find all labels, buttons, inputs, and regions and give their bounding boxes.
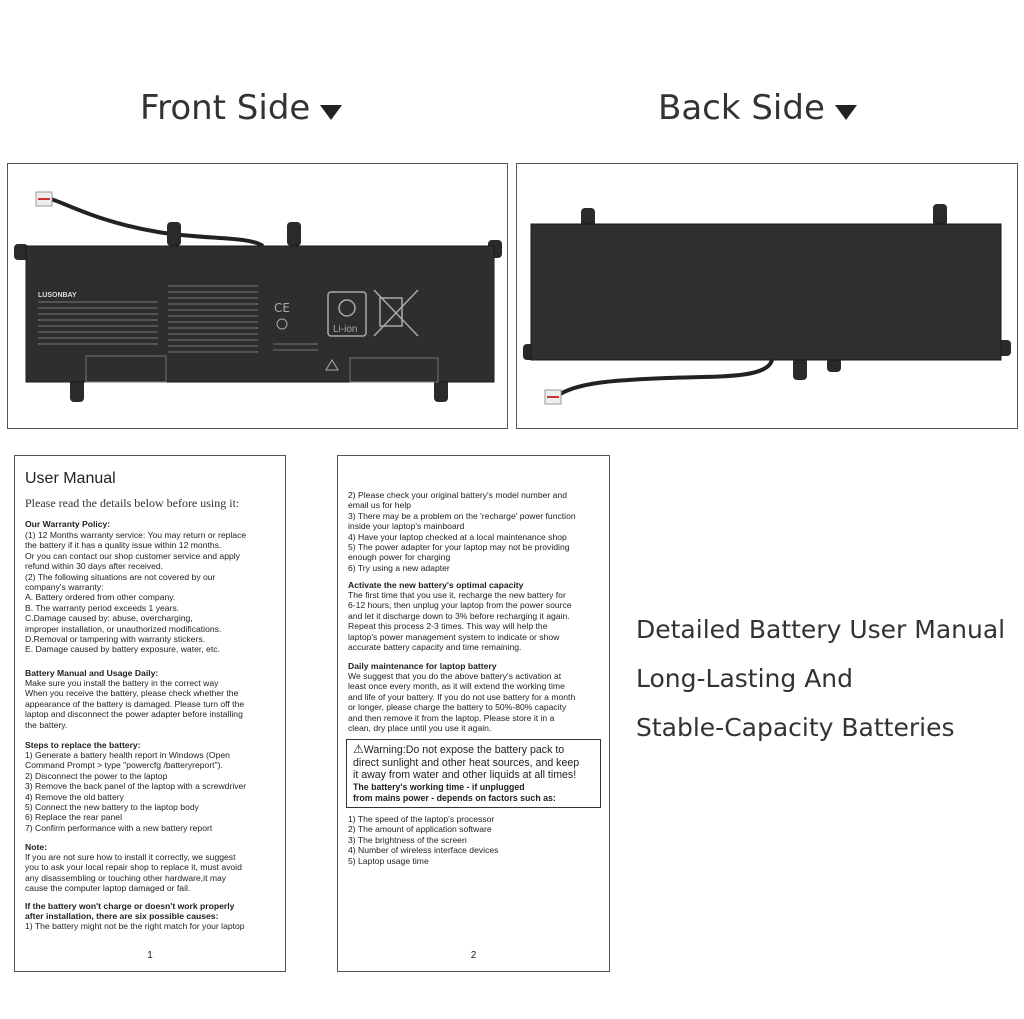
- feature-line-3: Stable-Capacity Batteries: [636, 713, 955, 742]
- front-side-label: Front Side: [140, 88, 311, 128]
- svg-text:CE: CE: [274, 301, 290, 315]
- warning-text: Warning:Do not expose the battery pack t…: [353, 744, 580, 782]
- usage-title: Battery Manual and Usage Daily:: [25, 668, 159, 678]
- manual-title: User Manual: [25, 470, 116, 487]
- charge-text: 1) The battery might not be the right ma…: [25, 921, 245, 931]
- warranty-title: Our Warranty Policy:: [25, 519, 111, 529]
- front-battery-photo: CE LUSONBAY Li-ion: [7, 163, 508, 429]
- warranty-text: (1) 12 Months warranty service: You may …: [25, 530, 247, 655]
- down-triangle-icon: [320, 104, 343, 120]
- usage-text: Make sure you install the battery in the…: [25, 678, 245, 730]
- feature-line-2: Long-Lasting And: [636, 664, 854, 693]
- causes-text: 2) Please check your original battery's …: [348, 490, 576, 573]
- manual-page-1: User Manual Please read the details belo…: [14, 455, 286, 972]
- li-ion-label: Li-ion: [333, 324, 357, 335]
- steps-title: Steps to replace the battery:: [25, 740, 141, 750]
- down-triangle-icon: [834, 104, 857, 120]
- daily-text: We suggest that you do the above battery…: [348, 671, 576, 734]
- warning-icon: ⚠: [353, 742, 364, 756]
- note-text: If you are not sure how to install it co…: [25, 852, 242, 894]
- warning-bold-text: The battery's working time - if unplugge…: [353, 781, 556, 803]
- charge-title: If the battery won't charge or doesn't w…: [25, 901, 235, 922]
- back-side-heading: Back Side: [658, 88, 857, 128]
- manual-subtitle: Please read the details below before usi…: [25, 496, 240, 510]
- back-side-label: Back Side: [658, 88, 825, 128]
- feature-line-1: Detailed Battery User Manual: [636, 615, 1006, 644]
- brand-label: LUSONBAY: [38, 292, 77, 299]
- steps-text: 1) Generate a battery health report in W…: [25, 750, 247, 833]
- manual-page-2: 2) Please check your original battery's …: [337, 455, 610, 972]
- note-title: Note:: [25, 842, 47, 852]
- warning-text-block: ⚠Warning:Do not expose the battery pack …: [353, 743, 594, 782]
- front-side-heading: Front Side: [140, 88, 343, 128]
- warning-box: ⚠Warning:Do not expose the battery pack …: [346, 739, 601, 808]
- back-battery-photo: [516, 163, 1018, 429]
- factors-text: 1) The speed of the laptop's processor 2…: [348, 814, 499, 866]
- page-number: 1: [147, 950, 153, 961]
- daily-title: Daily maintenance for laptop battery: [348, 661, 497, 671]
- activate-text: The first time that you use it, recharge…: [348, 590, 572, 653]
- page-number: 2: [470, 950, 477, 961]
- activate-title: Activate the new battery's optimal capac…: [348, 580, 524, 590]
